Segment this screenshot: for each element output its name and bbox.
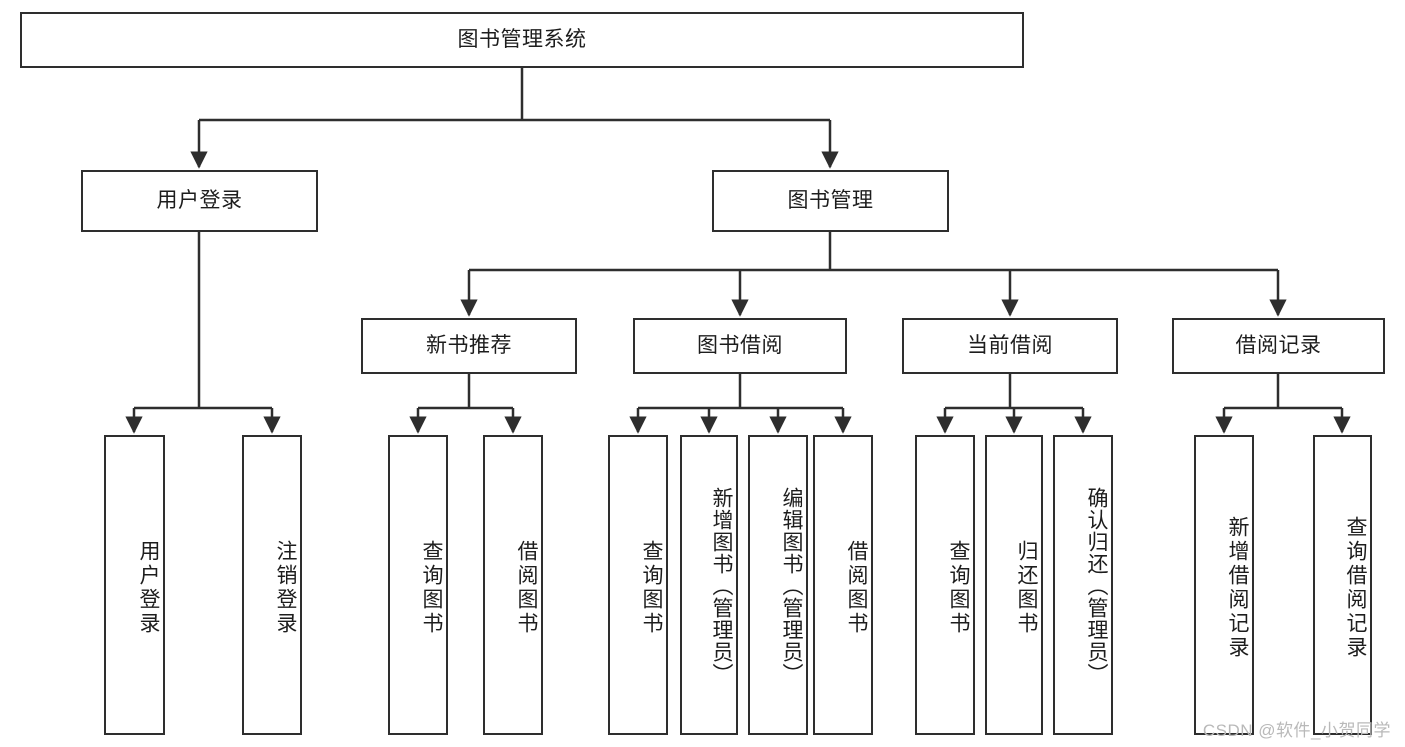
node-leaf-add-record-label: 新增借阅记录 <box>1226 516 1249 660</box>
node-book-manage[interactable]: 图书管理 <box>712 170 949 232</box>
node-leaf-confirm-return-label: 确认归还（管理员） <box>1085 487 1108 685</box>
node-leaf-user-logout[interactable]: 注销登录 <box>242 435 302 735</box>
node-leaf-user-login-label: 用户登录 <box>137 540 160 636</box>
node-leaf-query-book-nbr[interactable]: 查询图书 <box>388 435 448 735</box>
node-leaf-user-logout-label: 注销登录 <box>274 540 297 636</box>
node-book-borrow-label: 图书借阅 <box>697 334 783 358</box>
node-leaf-borrow-book-bb[interactable]: 借阅图书 <box>813 435 873 735</box>
node-current-borrow[interactable]: 当前借阅 <box>902 318 1118 374</box>
node-new-book-recommend-label: 新书推荐 <box>426 334 512 358</box>
node-borrow-record[interactable]: 借阅记录 <box>1172 318 1385 374</box>
node-leaf-confirm-return[interactable]: 确认归还（管理员） <box>1053 435 1113 735</box>
node-leaf-query-book-nbr-label: 查询图书 <box>420 540 443 636</box>
node-leaf-user-login[interactable]: 用户登录 <box>104 435 165 735</box>
node-user-login[interactable]: 用户登录 <box>81 170 318 232</box>
node-leaf-add-book[interactable]: 新增图书（管理员） <box>680 435 738 735</box>
node-leaf-query-book-bb-label: 查询图书 <box>640 540 663 636</box>
node-leaf-borrow-book-nbr[interactable]: 借阅图书 <box>483 435 543 735</box>
node-leaf-edit-book[interactable]: 编辑图书（管理员） <box>748 435 808 735</box>
node-leaf-query-book-cb[interactable]: 查询图书 <box>915 435 975 735</box>
node-user-login-label: 用户登录 <box>156 189 243 213</box>
node-book-borrow[interactable]: 图书借阅 <box>633 318 847 374</box>
node-leaf-query-book-cb-label: 查询图书 <box>947 540 970 636</box>
node-leaf-add-record[interactable]: 新增借阅记录 <box>1194 435 1254 735</box>
node-leaf-query-book-bb[interactable]: 查询图书 <box>608 435 668 735</box>
csdn-watermark: CSDN @软件_小贺同学 <box>1202 721 1391 740</box>
node-root[interactable]: 图书管理系统 <box>20 12 1024 68</box>
node-leaf-query-record[interactable]: 查询借阅记录 <box>1313 435 1372 735</box>
node-leaf-return-book-label: 归还图书 <box>1015 540 1038 636</box>
node-borrow-record-label: 借阅记录 <box>1235 334 1322 358</box>
node-book-manage-label: 图书管理 <box>787 189 874 213</box>
node-leaf-borrow-book-nbr-label: 借阅图书 <box>515 540 538 636</box>
node-new-book-recommend[interactable]: 新书推荐 <box>361 318 577 374</box>
node-leaf-borrow-book-bb-label: 借阅图书 <box>845 540 868 636</box>
node-current-borrow-label: 当前借阅 <box>967 334 1053 358</box>
node-leaf-query-record-label: 查询借阅记录 <box>1344 516 1367 660</box>
node-leaf-add-book-label: 新增图书（管理员） <box>710 487 733 685</box>
node-leaf-edit-book-label: 编辑图书（管理员） <box>780 487 803 685</box>
node-root-label: 图书管理系统 <box>457 28 587 52</box>
node-leaf-return-book[interactable]: 归还图书 <box>985 435 1043 735</box>
